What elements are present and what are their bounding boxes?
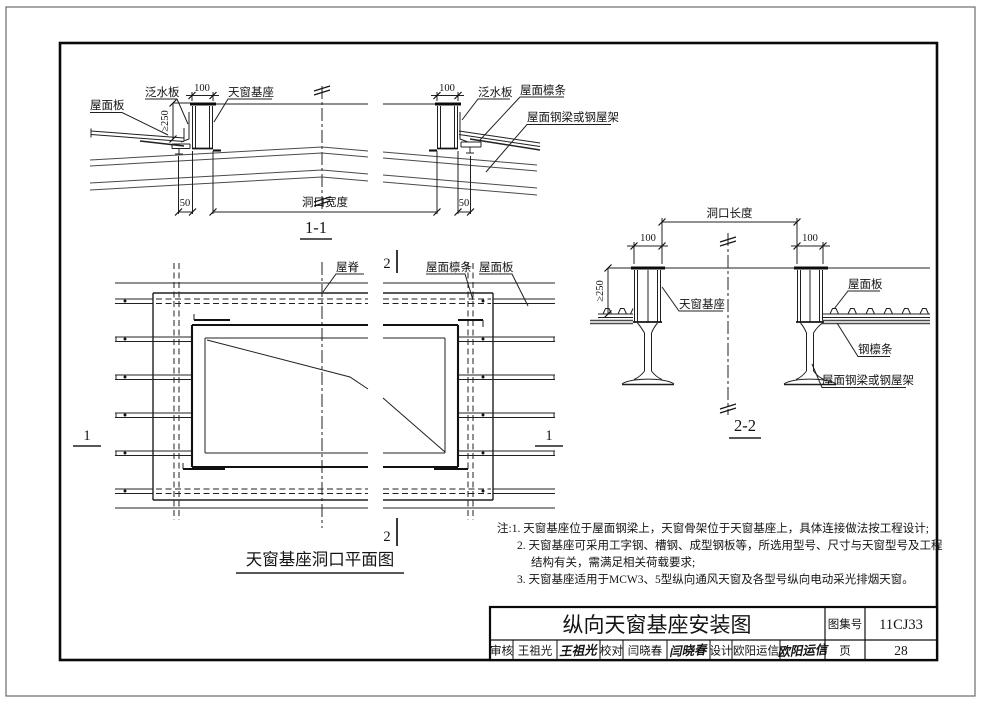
sheet-borders (5, 6, 976, 697)
dim-100-right-22: 100 (802, 233, 818, 244)
dim-100-left: 100 (194, 83, 210, 94)
label-roof-beam: 屋面钢梁或钢屋架 (527, 110, 619, 124)
plan-view-linework (115, 262, 555, 528)
label-plan-roof-purlin: 屋面檩条 (426, 260, 472, 274)
label-skylight-base-22: 天窗基座 (679, 297, 725, 311)
label-plan-roof-panel: 屋面板 (479, 260, 514, 274)
proof-label: 校对 (600, 644, 623, 658)
note-line-3: 结构有关，需满足相关荷载要求; (531, 555, 695, 569)
section-marker-2-bottom: 2 (383, 529, 390, 545)
proofreader-name: 闫晓春 (628, 645, 663, 658)
design-label: 设计 (710, 645, 733, 658)
section-2-2-title: 2-2 (734, 416, 756, 435)
dim-250: ≥250 (160, 110, 171, 132)
dim-100-right: 100 (439, 83, 455, 94)
section-marker-1-right: 1 (545, 428, 552, 444)
note-line-1: 注:1. 天窗基座位于屋面钢梁上，天窗骨架位于天窗基座上，具体连接做法按工程设计… (497, 521, 929, 535)
plan-view-markers: 2 2 1 1 (73, 250, 563, 546)
note-line-2: 2. 天窗基座可采用工字钢、槽钢、成型钢板等，所选用型号、尺寸与天窗型号及工程 (517, 538, 943, 552)
dim-50-left: 50 (180, 198, 191, 209)
section-1-1-title: 1-1 (305, 218, 327, 237)
section-marker-2-top: 2 (383, 256, 390, 272)
label-roof-purlin: 屋面檩条 (520, 83, 566, 97)
page-number: 28 (894, 643, 908, 658)
section-2-2-dimensions: 洞口长度 100 100 ≥250 (595, 206, 830, 318)
dim-100-left-22: 100 (640, 233, 656, 244)
label-skylight-base: 天窗基座 (228, 85, 274, 99)
note-line-4: 3. 天窗基座适用于MCW3、5型纵向通风天窗及各型号纵向电动采光排烟天窗。 (517, 572, 914, 586)
dim-50-right: 50 (459, 198, 470, 209)
page-label: 页 (839, 646, 851, 658)
label-steel-purlin-22: 钢檩条 (858, 342, 893, 356)
section-1-1-linework (89, 85, 541, 210)
label-ridge: 屋脊 (336, 260, 359, 274)
proofreader-signature: 闫晓春 (669, 643, 709, 659)
dim-250-22: ≥250 (595, 280, 606, 302)
section-1-1-dimensions: 100 100 ≥250 50 洞口宽度 50 (160, 83, 475, 216)
dim-opening-width: 洞口宽度 (302, 195, 348, 209)
review-label: 审核 (490, 644, 513, 658)
plan-title: 天窗基座洞口平面图 (246, 550, 395, 569)
designer-signature: 欧阳运信 (777, 643, 830, 660)
reviewer-signature: 王祖光 (559, 643, 598, 658)
title-block: 纵向天窗基座安装图 图集号 11CJ33 审核 王祖光 王祖光 校对 闫晓春 闫… (488, 605, 939, 662)
plan-view-labels: 屋脊 屋面檩条 屋面板 天窗基座洞口平面图 (236, 260, 529, 574)
label-flashing-right: 泛水板 (478, 85, 513, 99)
section-1-1-labels: 屋面板 泛水板 天窗基座 泛水板 屋面檩条 屋面钢梁或钢屋架 1-1 (90, 83, 619, 240)
section-2-2-labels: 天窗基座 屋面板 钢檩条 屋面钢梁或钢屋架 2-2 (661, 277, 914, 439)
atlas-number: 11CJ33 (879, 617, 923, 633)
section-2-2-linework (590, 233, 930, 415)
label-roof-beam-22: 屋面钢梁或钢屋架 (822, 373, 914, 387)
dim-opening-length: 洞口长度 (707, 206, 753, 220)
notes-block: 注:1. 天窗基座位于屋面钢梁上，天窗骨架位于天窗基座上，具体连接做法按工程设计… (497, 521, 943, 586)
reviewer-name: 王祖光 (518, 644, 553, 658)
label-flashing-left: 泛水板 (145, 85, 180, 99)
drawing-title: 纵向天窗基座安装图 (563, 613, 752, 637)
label-roof-panel-22: 屋面板 (848, 277, 883, 291)
atlas-label: 图集号 (828, 617, 863, 631)
designer-name: 欧阳运信 (733, 645, 779, 658)
section-marker-1-left: 1 (83, 428, 90, 444)
label-roof-panel: 屋面板 (90, 98, 125, 112)
